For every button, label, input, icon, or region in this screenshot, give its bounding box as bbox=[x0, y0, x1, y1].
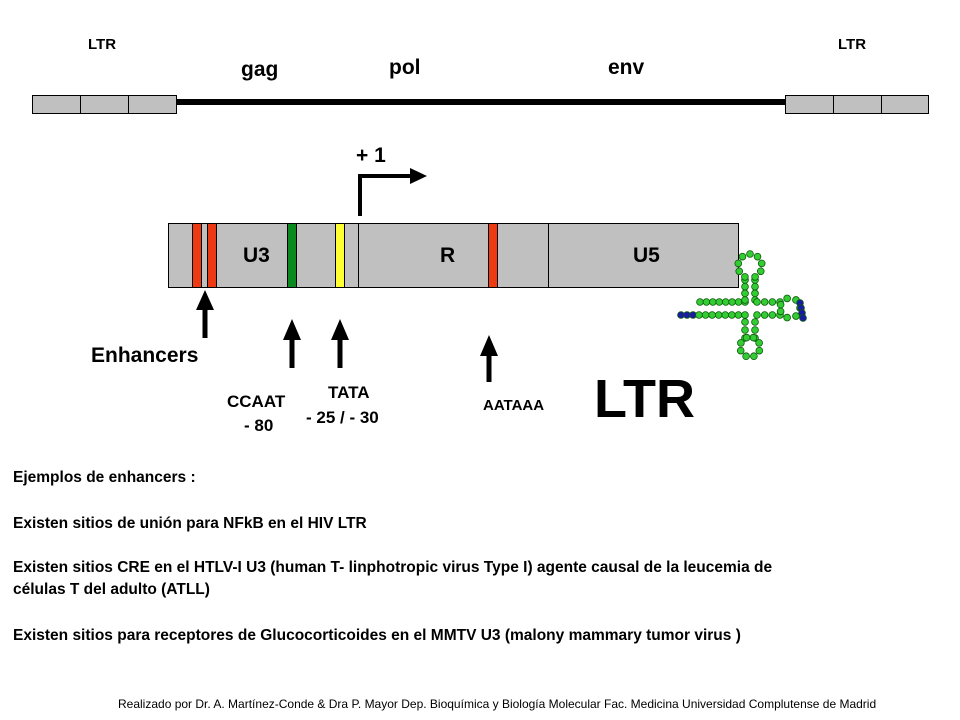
ccaat-label: CCAAT bbox=[227, 392, 286, 411]
region-label-r: R bbox=[440, 244, 456, 267]
region-label-u5: U5 bbox=[633, 244, 660, 267]
region-label-u3: U3 bbox=[243, 244, 270, 267]
note-mmtv: Existen sitios para receptores de Glucoc… bbox=[13, 627, 741, 644]
u3-r-boundary bbox=[358, 223, 359, 288]
note-hiv: Existen sitios de unión para NFkB en el … bbox=[13, 515, 367, 532]
enhancer-band-1 bbox=[192, 224, 202, 287]
enhancer-arrow bbox=[196, 290, 214, 338]
aataaa-arrow bbox=[480, 335, 498, 382]
r-u5-boundary bbox=[548, 223, 549, 288]
tata-arrow bbox=[331, 319, 349, 368]
big-ltr-title: LTR bbox=[594, 369, 695, 429]
gene-label-env: env bbox=[608, 56, 645, 79]
enhancers-label: Enhancers bbox=[91, 344, 199, 367]
ccaat-band bbox=[287, 224, 297, 287]
ltr-left-label: LTR bbox=[88, 36, 117, 53]
note-htlv-line1: Existen sitios CRE en el HTLV-I U3 (huma… bbox=[13, 559, 773, 576]
transcription-start-label: + 1 bbox=[356, 144, 386, 167]
enhancer-band-2 bbox=[207, 224, 217, 287]
note-htlv-line2: células T del adulto (ATLL) bbox=[13, 581, 210, 598]
aataaa-band bbox=[488, 224, 498, 287]
ccaat-arrow bbox=[283, 319, 301, 368]
ltr-detail-box bbox=[168, 223, 739, 288]
aataaa-label: AATAAA bbox=[483, 397, 545, 414]
provirus-line bbox=[176, 99, 786, 105]
notes-heading: Ejemplos de enhancers : bbox=[13, 469, 196, 486]
tata-band bbox=[335, 224, 345, 287]
tata-position: - 25 / - 30 bbox=[306, 408, 379, 427]
gene-label-pol: pol bbox=[389, 56, 421, 79]
footer-credits: Realizado por Dr. A. Martínez-Conde & Dr… bbox=[118, 697, 877, 711]
transcription-start-arrow bbox=[358, 168, 427, 216]
ltr-right-label: LTR bbox=[838, 36, 867, 53]
tata-label: TATA bbox=[328, 383, 370, 402]
gene-label-gag: gag bbox=[241, 58, 279, 81]
ccaat-position: - 80 bbox=[244, 416, 274, 435]
